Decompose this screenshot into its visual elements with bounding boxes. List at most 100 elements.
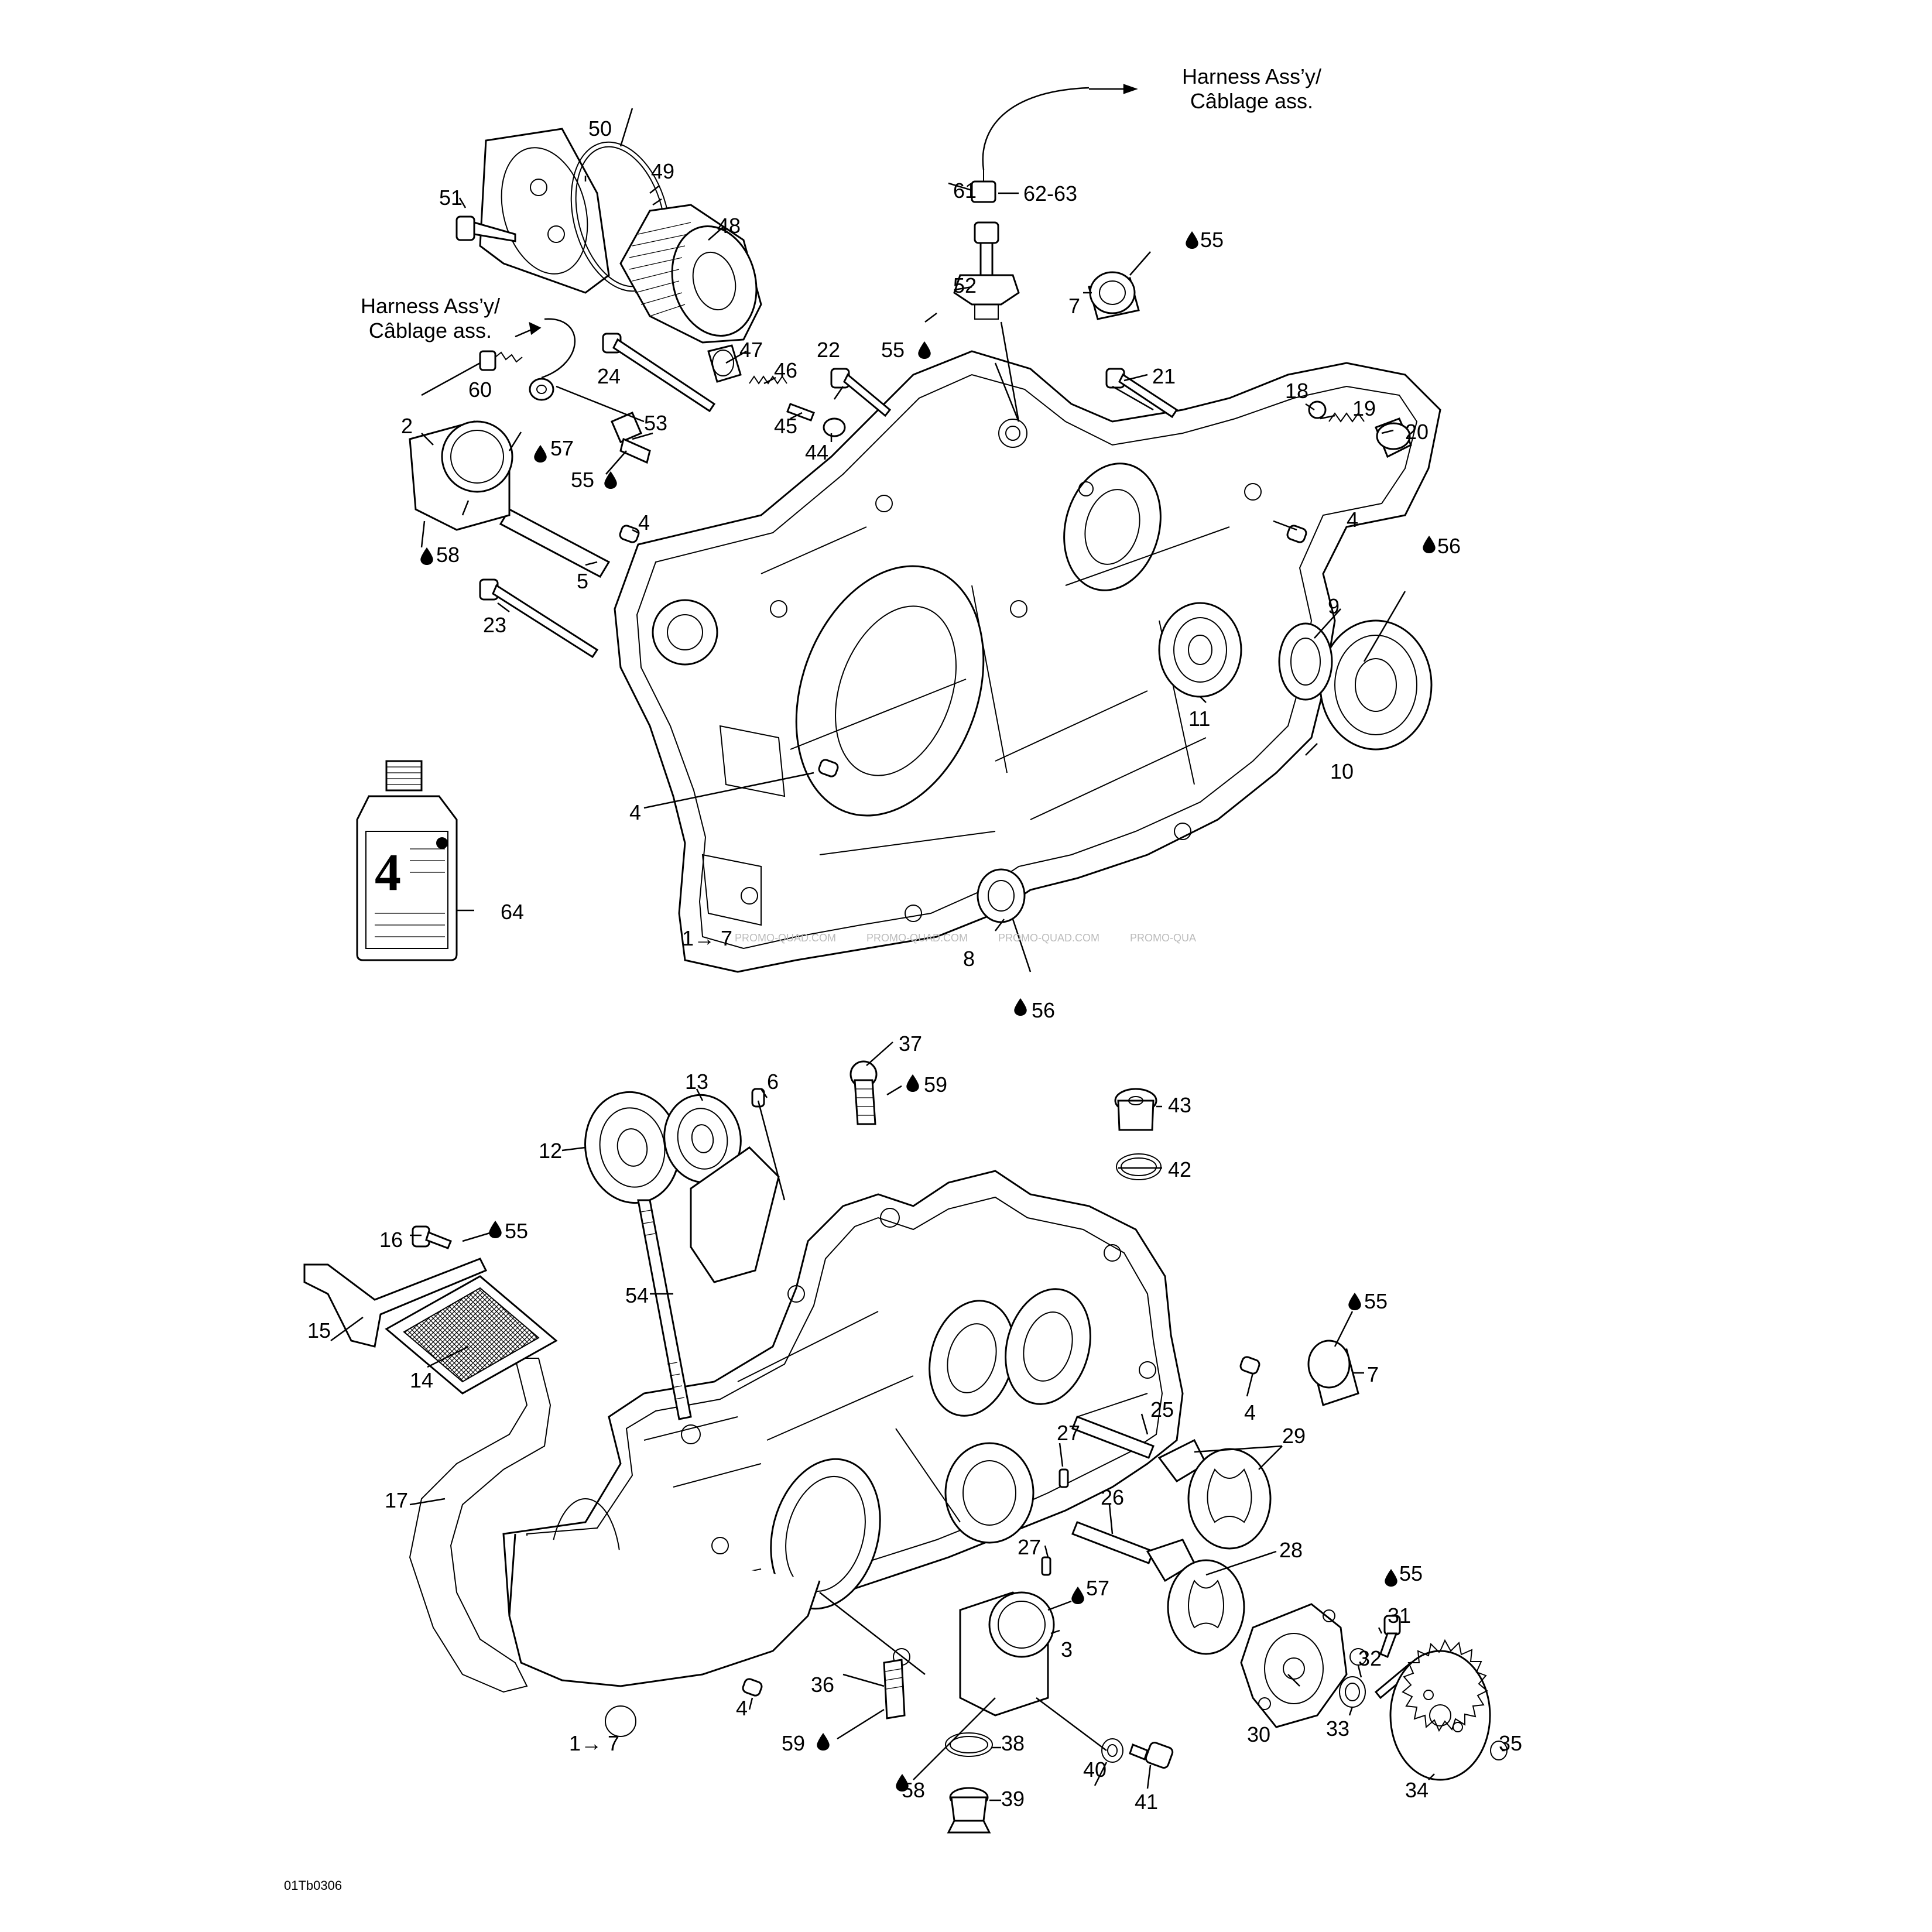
dowel-4-bottom-right xyxy=(1239,1356,1260,1375)
label-56-b: 56 xyxy=(1032,998,1055,1022)
dowel-4-mid xyxy=(818,759,839,777)
label-47: 47 xyxy=(739,338,763,362)
watermark-3: PROMO-QUAD.COM xyxy=(998,932,1099,944)
label-55-f: 55 xyxy=(1399,1561,1423,1585)
label-58-a: 58 xyxy=(436,543,460,567)
label-11: 11 xyxy=(1188,707,1210,731)
label-29: 29 xyxy=(1282,1424,1306,1448)
spring-19 xyxy=(1328,412,1365,423)
label-9: 9 xyxy=(1328,594,1340,618)
label-46: 46 xyxy=(774,358,797,382)
oil-bottle-64: 4 xyxy=(356,760,458,961)
harness-left-line1: Harness Ass’y/ xyxy=(361,294,500,318)
dowel-4-right xyxy=(1286,525,1307,543)
label-4-e: 4 xyxy=(736,1696,748,1720)
dowel-4-left xyxy=(619,525,640,543)
filter-cover-50 xyxy=(479,128,610,294)
screw-60 xyxy=(479,350,554,401)
bolt-21 xyxy=(1105,368,1179,419)
plug-39 xyxy=(947,1787,991,1834)
seal-8 xyxy=(977,868,1026,923)
bolt-22 xyxy=(830,368,892,417)
dowel-6 xyxy=(751,1088,765,1108)
callout-labels: 50 49 48 51 47 46 45 44 22 24 60 53 55 5… xyxy=(307,117,1522,1814)
label-43: 43 xyxy=(1168,1093,1191,1117)
label-57-a: 57 xyxy=(550,436,574,460)
label-50: 50 xyxy=(588,117,612,141)
label-55-d: 55 xyxy=(505,1219,528,1243)
label-62-63: 62-63 xyxy=(1023,181,1077,205)
screen-14 xyxy=(385,1275,558,1395)
label-37: 37 xyxy=(899,1032,922,1056)
label-27-b: 27 xyxy=(1018,1535,1041,1559)
label-range-bottom: 1→ 7 xyxy=(569,1731,619,1755)
washer-33 xyxy=(1339,1676,1366,1708)
label-40: 40 xyxy=(1083,1758,1107,1782)
label-23: 23 xyxy=(483,613,506,637)
label-49: 49 xyxy=(651,159,674,183)
label-51: 51 xyxy=(439,186,463,210)
label-28: 28 xyxy=(1279,1538,1303,1562)
label-27-a: 27 xyxy=(1057,1421,1080,1445)
spring-46 xyxy=(749,375,787,385)
label-18: 18 xyxy=(1285,379,1308,403)
label-56-a: 56 xyxy=(1437,534,1461,558)
stud-54 xyxy=(637,1199,692,1420)
pump-cover-30 xyxy=(1240,1603,1348,1728)
washer-32 xyxy=(1349,1648,1367,1666)
label-4-d: 4 xyxy=(1244,1400,1256,1424)
label-39: 39 xyxy=(1001,1787,1025,1811)
shaft-25 xyxy=(1071,1416,1155,1459)
label-60: 60 xyxy=(468,378,492,402)
o-ring-42 xyxy=(1116,1153,1162,1180)
harness-label-top: Harness Ass’y/ Câblage ass. xyxy=(1182,64,1321,113)
label-48: 48 xyxy=(717,214,741,238)
pin-27-lower xyxy=(1041,1556,1051,1576)
label-3: 3 xyxy=(1061,1638,1073,1662)
bearing-11 xyxy=(1158,602,1242,698)
label-5: 5 xyxy=(577,569,588,593)
bushing-2 xyxy=(409,420,513,531)
label-7-a: 7 xyxy=(1068,294,1080,318)
plug-7-bottom xyxy=(1307,1340,1359,1406)
pin-27-upper xyxy=(1059,1468,1069,1488)
harness-top-line1: Harness Ass’y/ xyxy=(1182,64,1321,88)
label-19: 19 xyxy=(1352,396,1376,420)
harness-wire-top xyxy=(982,87,1090,170)
label-10: 10 xyxy=(1330,759,1354,783)
washer-40 xyxy=(1101,1738,1123,1763)
lower-crankcase-assembly xyxy=(502,1170,1184,1737)
plate-15 xyxy=(303,1258,488,1348)
harness-label-left: Harness Ass’y/ Câblage ass. xyxy=(361,294,500,342)
harness-top-line2: Câblage ass. xyxy=(1190,89,1313,113)
gasket-17 xyxy=(409,1358,551,1693)
label-53: 53 xyxy=(644,411,667,435)
oil-bottle-graphic-4: 4 xyxy=(375,844,401,902)
label-6: 6 xyxy=(767,1070,779,1094)
label-33: 33 xyxy=(1326,1717,1349,1741)
label-15: 15 xyxy=(307,1318,331,1342)
label-55-e: 55 xyxy=(1364,1289,1388,1313)
rotor-28 xyxy=(1146,1539,1245,1655)
label-4-a: 4 xyxy=(638,511,650,535)
bolt-51 xyxy=(455,215,516,242)
watermarks: PROMO-QUAD.COM PROMO-QUAD.COM PROMO-QUAD… xyxy=(735,932,1196,944)
label-61: 61 xyxy=(953,179,977,203)
label-54: 54 xyxy=(625,1283,649,1307)
label-8: 8 xyxy=(963,947,975,971)
bolt-41 xyxy=(1129,1741,1174,1769)
plunger-44 xyxy=(823,417,846,437)
label-13: 13 xyxy=(685,1070,708,1094)
watermark-2: PROMO-QUAD.COM xyxy=(866,932,968,944)
gasket-plate xyxy=(690,1146,780,1283)
sensor-52 xyxy=(953,221,1020,320)
pin-45 xyxy=(786,403,815,422)
fitting-37 xyxy=(849,1060,878,1125)
label-64: 64 xyxy=(501,900,524,924)
label-55-a: 55 xyxy=(571,468,594,492)
seal-9 xyxy=(1278,622,1333,701)
label-42: 42 xyxy=(1168,1157,1191,1181)
leader-lines xyxy=(330,84,1505,1801)
label-44: 44 xyxy=(805,440,828,464)
